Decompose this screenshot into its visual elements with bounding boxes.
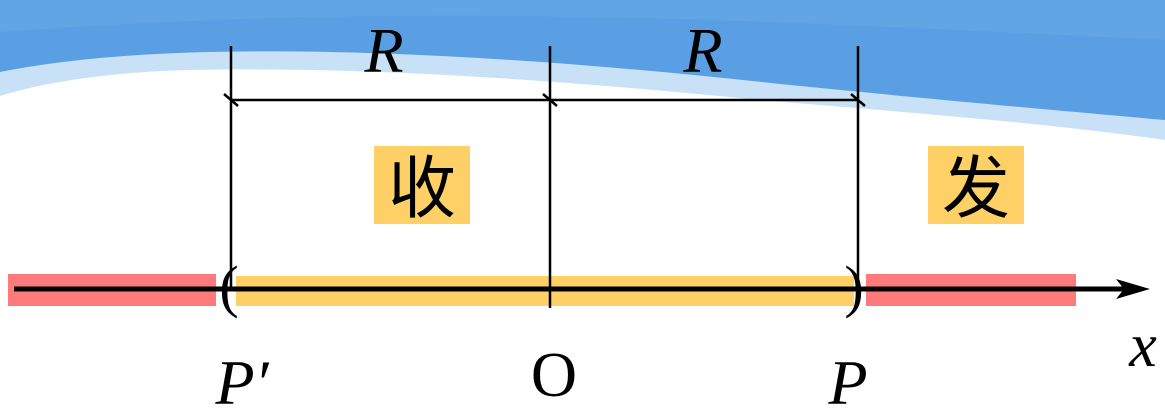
emit-label-highlight	[928, 146, 1024, 224]
emit-label: 发	[942, 150, 1010, 229]
origin-label: O	[531, 339, 577, 410]
interval-bracket-right: )	[844, 254, 863, 319]
radius-label-left: R	[363, 15, 403, 86]
dimension-tick-left	[223, 93, 239, 107]
receive-label: 收	[388, 150, 456, 229]
interval-bracket-left: (	[219, 254, 238, 319]
radius-label-right: R	[682, 15, 722, 86]
point-label-p-prime: P′	[214, 347, 269, 410]
dimension-tick-middle	[542, 93, 558, 107]
receive-label-highlight	[374, 146, 470, 224]
x-axis-arrowhead	[1116, 279, 1150, 299]
sky-wave-highlight	[0, 0, 1165, 40]
sky-background	[0, 0, 1165, 140]
axis-label-x: x	[1128, 312, 1157, 380]
sky-wave-dark	[0, 0, 1165, 120]
dimension-tick-right	[850, 93, 866, 107]
point-label-p: P	[827, 347, 867, 410]
